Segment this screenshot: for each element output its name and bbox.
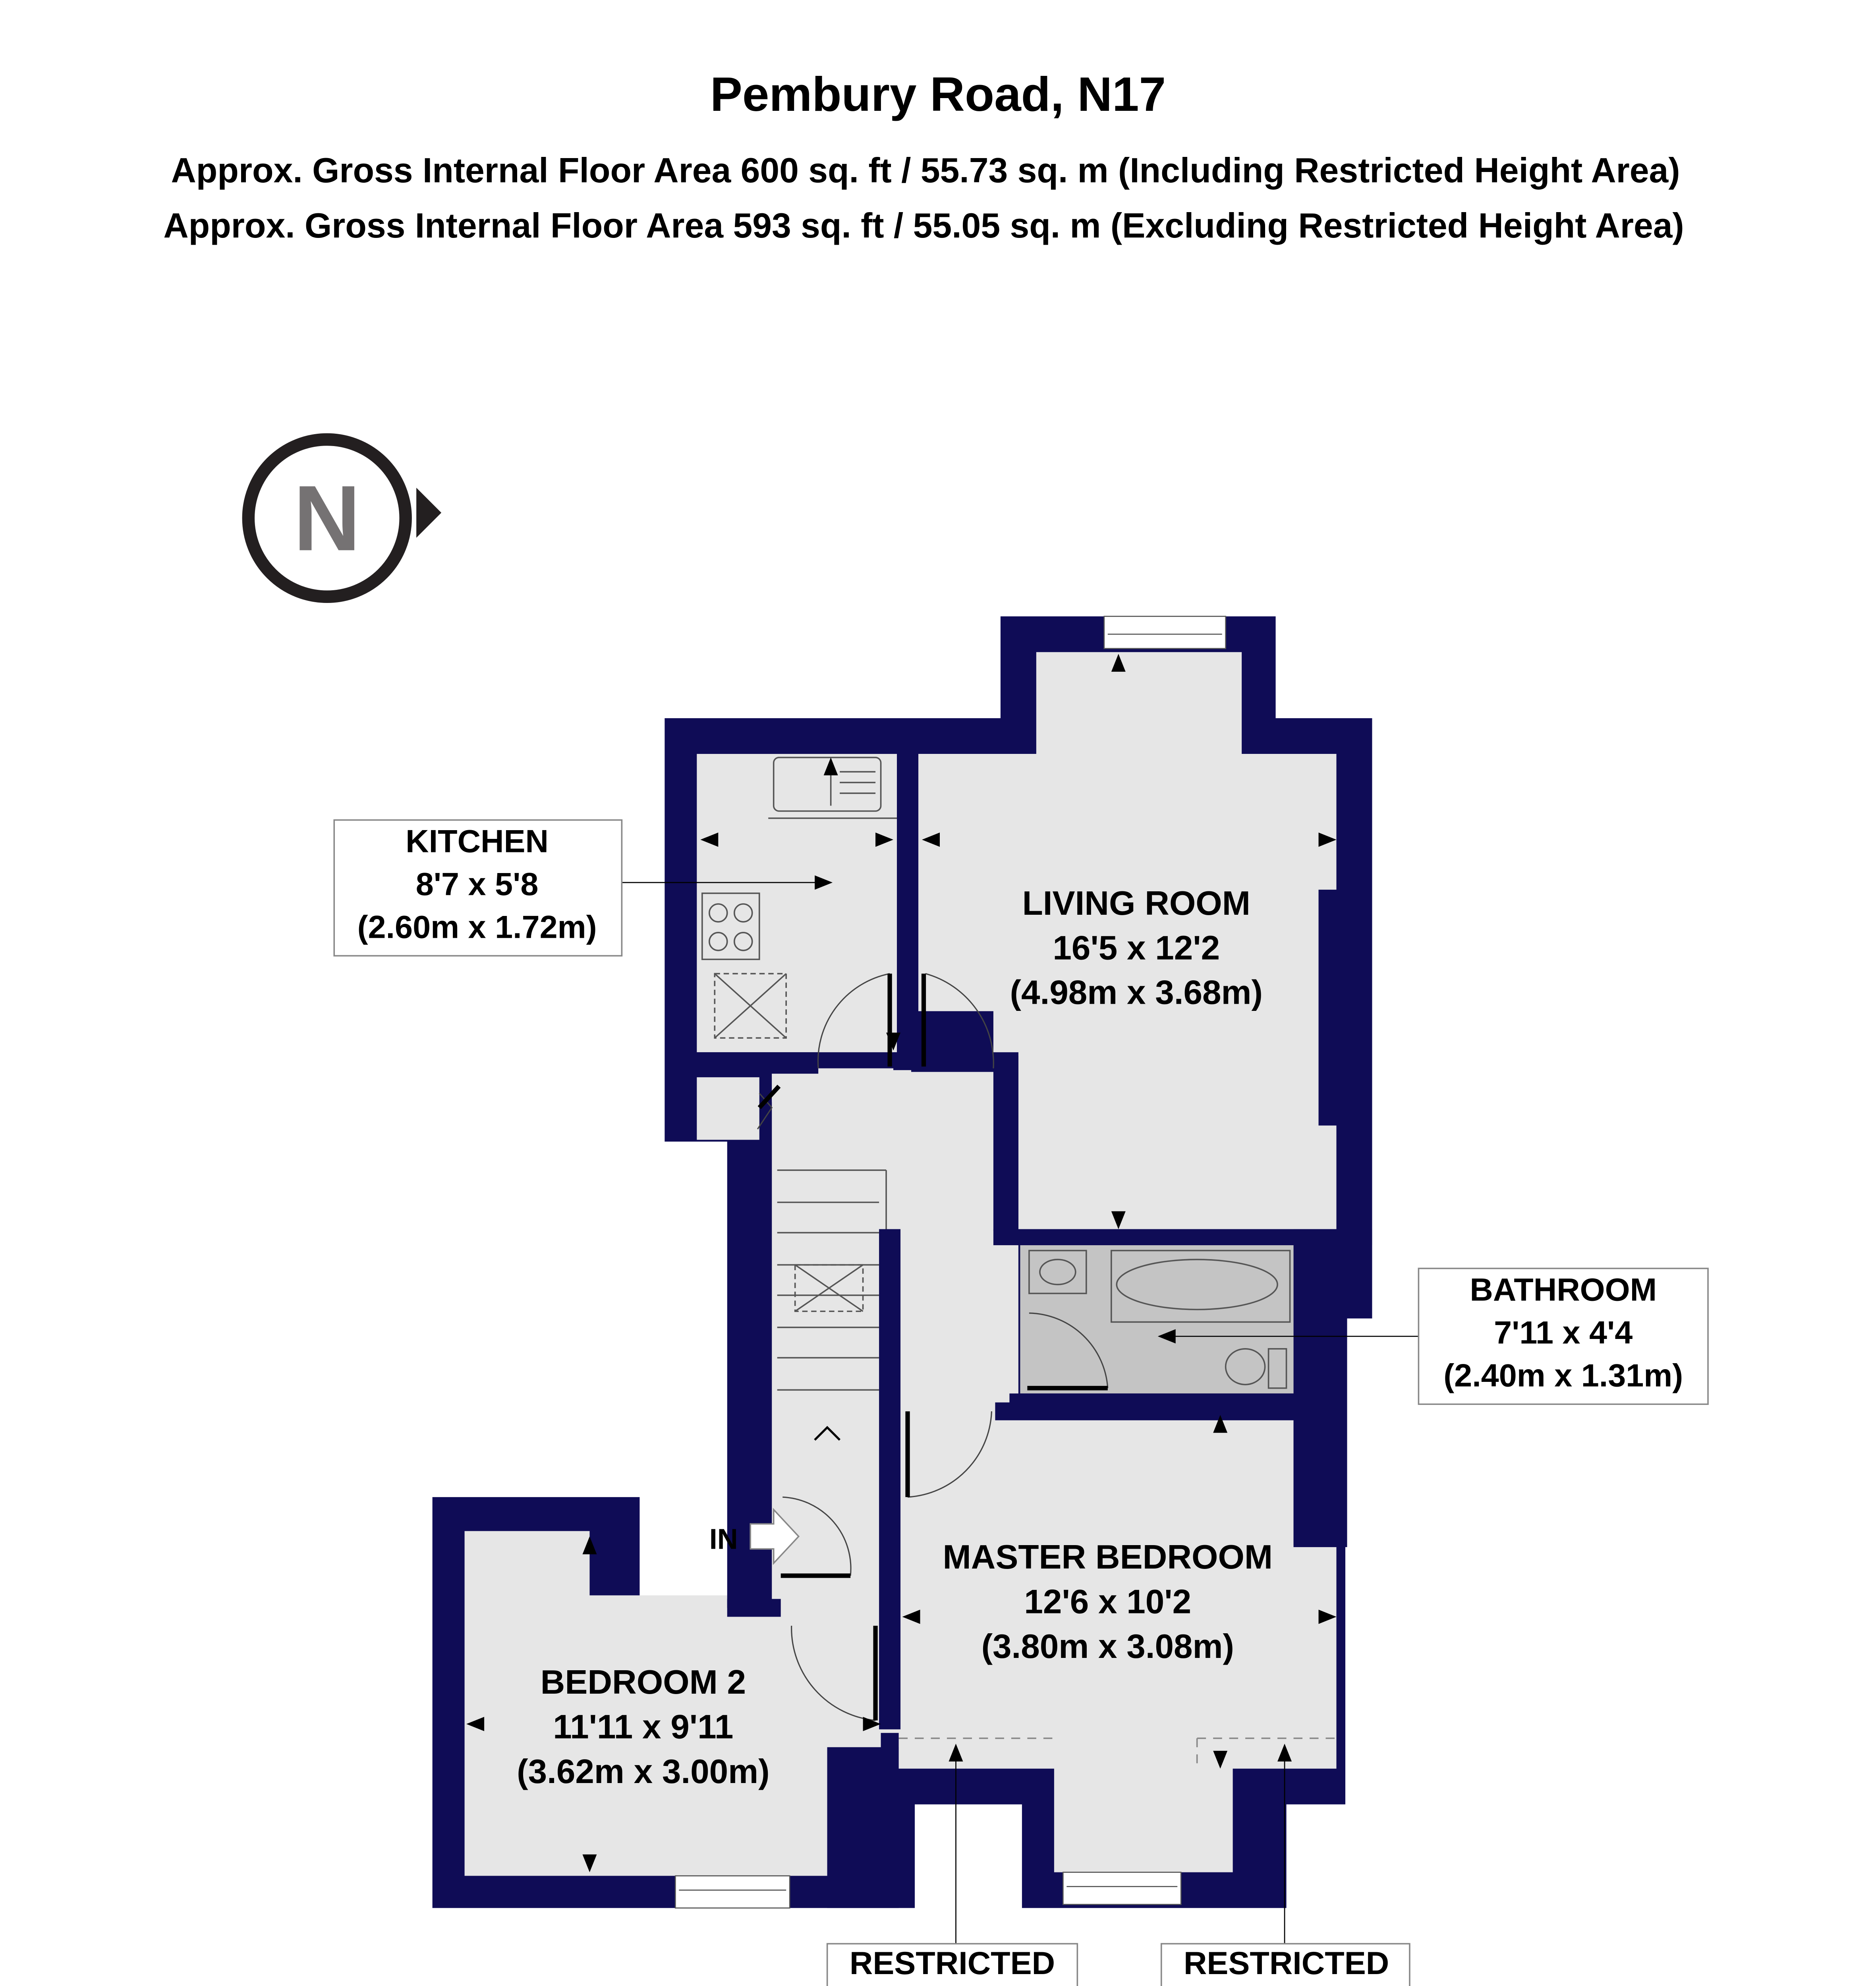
svg-text:(3.80m x 3.08m): (3.80m x 3.08m): [981, 1628, 1234, 1665]
basin-icon: [1028, 1250, 1087, 1294]
page-title: Pembury Road, N17: [710, 67, 1166, 121]
entrance-label: IN: [709, 1524, 738, 1555]
staircase: [777, 1169, 887, 1441]
area-including: Approx. Gross Internal Floor Area 600 sq…: [171, 151, 1680, 190]
svg-text:LIVING ROOM: LIVING ROOM: [1022, 885, 1250, 922]
room-label-bedroom-2: BEDROOM 2 11'11 x 9'11 (3.62m x 3.00m): [517, 1663, 769, 1791]
internal-walls: [697, 754, 1372, 1908]
room-label-living-room: LIVING ROOM 16'5 x 12'2 (4.98m x 3.68m): [1010, 885, 1263, 1012]
svg-text:(2.60m x 1.72m): (2.60m x 1.72m): [357, 909, 597, 945]
windows: [674, 616, 1226, 1909]
restricted-height-lines: [898, 1737, 1337, 1769]
bathroom-fixtures: [1027, 1250, 1291, 1391]
svg-text:8'7 x 5'8: 8'7 x 5'8: [416, 866, 539, 902]
svg-text:RESTRICTED: RESTRICTED: [850, 1945, 1055, 1981]
svg-text:KITCHEN: KITCHEN: [406, 823, 549, 859]
svg-text:12'6 x 10'2: 12'6 x 10'2: [1024, 1583, 1191, 1621]
svg-text:7'11 x 4'4: 7'11 x 4'4: [1494, 1315, 1633, 1350]
toilet-icon: [1225, 1348, 1266, 1385]
svg-text:11'11 x 9'11: 11'11 x 9'11: [553, 1708, 733, 1746]
svg-text:(4.98m x 3.68m): (4.98m x 3.68m): [1010, 974, 1263, 1012]
room-label-master-bedroom: MASTER BEDROOM 12'6 x 10'2 (3.80m x 3.08…: [943, 1538, 1273, 1665]
doors: [757, 973, 994, 1721]
bathtub-icon: [1116, 1259, 1278, 1310]
appliance-icon: [714, 973, 787, 1039]
callout-kitchen: KITCHEN 8'7 x 5'8 (2.60m x 1.72m): [333, 819, 833, 957]
svg-text:(2.40m x 1.31m): (2.40m x 1.31m): [1443, 1358, 1683, 1393]
svg-text:BATHROOM: BATHROOM: [1470, 1272, 1657, 1308]
stairs-up-arrow-icon: [814, 1426, 841, 1441]
svg-text:(3.62m x 3.00m): (3.62m x 3.00m): [517, 1753, 769, 1791]
entrance-marker: IN: [709, 1508, 800, 1565]
svg-text:BEDROOM 2: BEDROOM 2: [541, 1663, 746, 1701]
callout-restricted-height-2: RESTRICTED HEIGHT AREA: [1160, 1760, 1410, 1986]
sink-icon: [773, 757, 882, 812]
hob-icon: [701, 893, 760, 960]
svg-text:16'5 x 12'2: 16'5 x 12'2: [1053, 929, 1220, 967]
dimension-arrows: [466, 654, 1337, 1872]
north-compass-icon: N: [242, 433, 442, 603]
svg-text:MASTER BEDROOM: MASTER BEDROOM: [943, 1538, 1273, 1576]
callout-restricted-height-1: RESTRICTED HEIGHT AREA: [826, 1760, 1078, 1986]
callout-bathroom: BATHROOM 7'11 x 4'4 (2.40m x 1.31m): [1157, 1267, 1709, 1405]
entrance-arrow-icon: [750, 1508, 800, 1565]
svg-text:RESTRICTED: RESTRICTED: [1184, 1945, 1389, 1981]
area-excluding: Approx. Gross Internal Floor Area 593 sq…: [163, 206, 1684, 245]
svg-text:N: N: [294, 466, 361, 570]
